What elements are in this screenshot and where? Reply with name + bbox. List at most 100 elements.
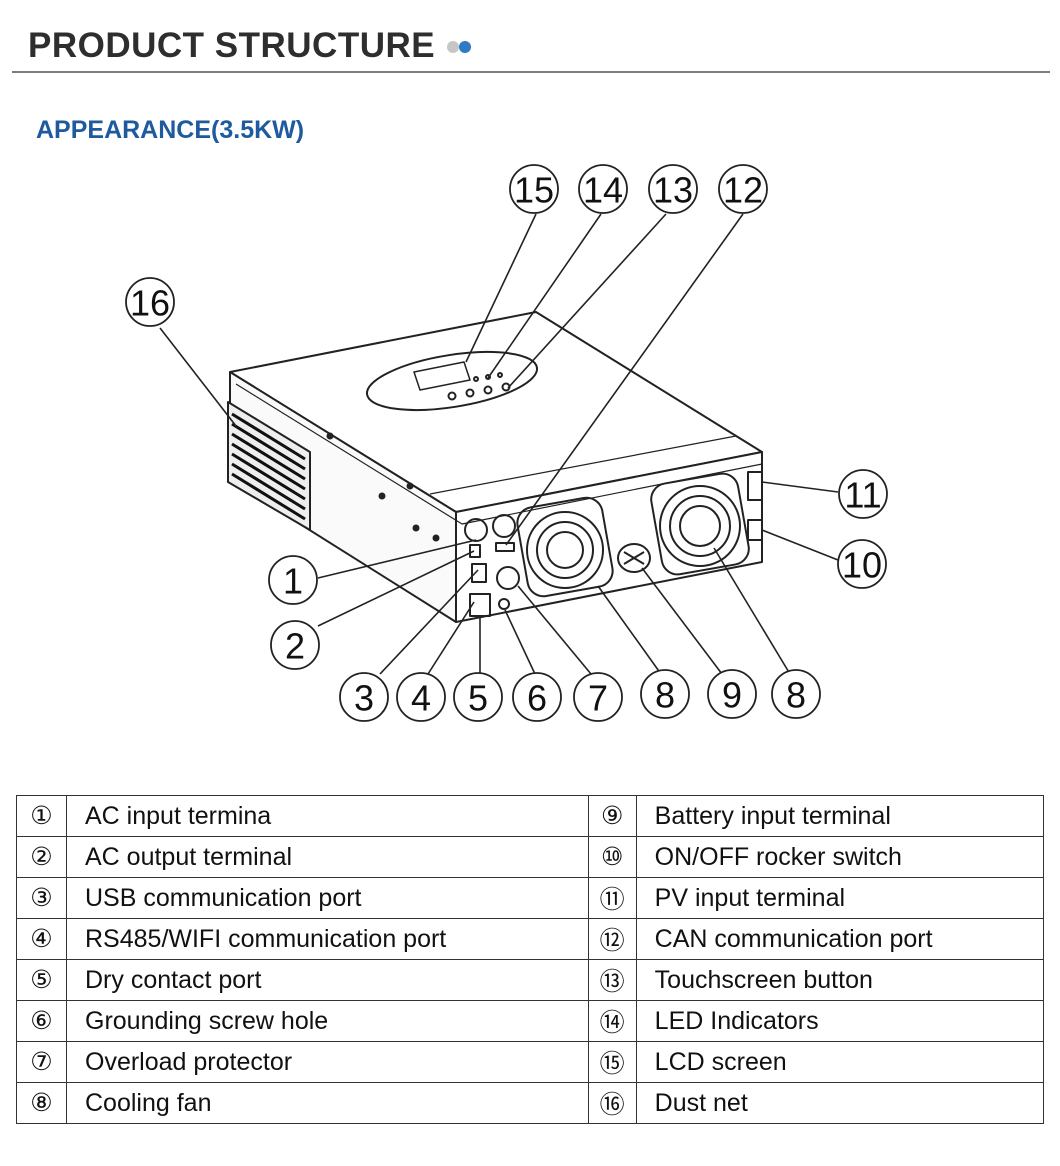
usb-port-shape — [469, 544, 481, 558]
callouts — [125, 164, 888, 722]
legend-label: Grounding screw hole — [66, 1000, 589, 1042]
legend-num: ⑦ — [16, 1041, 67, 1083]
callout-7: 7 — [588, 678, 608, 719]
table-row: ⑧ Cooling fan ⑯ Dust net — [16, 1082, 1045, 1124]
ac-output-port — [492, 514, 516, 538]
callout-15-circle — [509, 164, 559, 214]
table-row: ⑤ Dry contact port ⑬ Touchscreen button — [16, 959, 1045, 1001]
legend-num: ① — [16, 795, 67, 837]
inverter-illustration — [227, 311, 763, 623]
callout-10: 10 — [842, 545, 882, 586]
callout-16-circle — [125, 277, 175, 327]
legend-num: ⑥ — [16, 1000, 67, 1042]
header-divider — [12, 71, 1050, 73]
legend-label: CAN communication port — [635, 918, 1045, 960]
blue-dot-icon — [459, 41, 471, 53]
legend-num: ⑮ — [587, 1041, 637, 1083]
legend-label: Overload protector — [66, 1041, 589, 1083]
table-row: ⑦ Overload protector ⑮ LCD screen — [16, 1041, 1045, 1083]
callout-15: 15 — [514, 170, 554, 211]
callout-1-circle — [268, 555, 318, 605]
callout-16: 16 — [130, 283, 170, 324]
callout-1: 1 — [283, 561, 303, 602]
callout-8a-circle — [640, 669, 690, 719]
callout-14: 14 — [583, 170, 623, 211]
page-title: PRODUCT STRUCTURE — [28, 26, 436, 65]
rs485-port-shape — [471, 563, 487, 583]
legend-label: LED Indicators — [635, 1000, 1045, 1042]
legend-label: Battery input terminal — [635, 795, 1045, 837]
callout-13-circle — [648, 164, 698, 214]
pv-input-shape — [747, 471, 763, 501]
section-subtitle: APPEARANCE(3.5KW) — [36, 116, 305, 144]
display-bezel — [365, 351, 539, 411]
callout-9: 9 — [722, 675, 742, 716]
table-row: ① AC input termina ⑨ Battery input termi… — [16, 795, 1045, 837]
legend-label: ON/OFF rocker switch — [635, 836, 1045, 878]
legend-label: AC input termina — [66, 795, 589, 837]
legend-num: ⑬ — [587, 959, 637, 1001]
overload-protector-shape — [496, 566, 520, 590]
legend-label: RS485/WIFI communication port — [66, 918, 589, 960]
table-row: ② AC output terminal ⑩ ON/OFF rocker swi… — [16, 836, 1045, 878]
legend-table: ① AC input termina ⑨ Battery input termi… — [16, 795, 1045, 1124]
callout-5-circle — [453, 672, 503, 722]
callout-2: 2 — [285, 626, 305, 667]
legend-label: Touchscreen button — [635, 959, 1045, 1001]
callout-8b-circle — [771, 669, 821, 719]
cooling-fan-left — [516, 496, 614, 598]
grille-lines — [231, 412, 306, 521]
callout-8b: 8 — [786, 675, 806, 716]
callout-9-circle — [707, 669, 757, 719]
can-port-shape — [495, 542, 515, 552]
leader-lines — [159, 213, 839, 675]
legend-label: AC output terminal — [66, 836, 589, 878]
table-row: ⑥ Grounding screw hole ⑭ LED Indicators — [16, 1000, 1045, 1042]
battery-terminal-shape — [617, 543, 651, 573]
table-row: ③ USB communication port ⑪ PV input term… — [16, 877, 1045, 919]
lcd-screen-shape — [413, 361, 471, 391]
legend-num: ⑭ — [587, 1000, 637, 1042]
callout-11: 11 — [844, 475, 881, 516]
cooling-fan-right — [650, 472, 750, 576]
ac-input-port — [464, 518, 488, 542]
legend-num: ⑪ — [587, 877, 637, 919]
legend-num: ③ — [16, 877, 67, 919]
callout-3: 3 — [354, 678, 374, 719]
callout-10-circle — [837, 539, 887, 589]
callout-6: 6 — [527, 678, 547, 719]
header-dots-icon — [447, 40, 477, 54]
legend-num: ④ — [16, 918, 67, 960]
legend-num: ② — [16, 836, 67, 878]
callout-2-circle — [270, 620, 320, 670]
callout-labels: 1 2 3 4 5 6 7 8 9 8 10 11 12 13 14 15 16 — [130, 170, 882, 719]
callout-5: 5 — [468, 678, 488, 719]
legend-num: ⑤ — [16, 959, 67, 1001]
callout-8a: 8 — [655, 675, 675, 716]
product-diagram: 1 2 3 4 5 6 7 8 9 8 10 11 12 13 14 15 16 — [125, 164, 888, 722]
grey-dot-icon — [447, 41, 459, 53]
callout-12: 12 — [723, 170, 763, 211]
legend-num: ⑨ — [587, 795, 637, 837]
legend-label: LCD screen — [635, 1041, 1045, 1083]
legend-num: ⑫ — [587, 918, 637, 960]
legend-label: Dry contact port — [66, 959, 589, 1001]
legend-num: ⑧ — [16, 1082, 67, 1124]
legend-num: ⑩ — [587, 836, 637, 878]
grounding-screw-shape — [498, 598, 510, 610]
callout-6-circle — [512, 672, 562, 722]
legend-label: Dust net — [635, 1082, 1045, 1124]
legend-label: PV input terminal — [635, 877, 1045, 919]
callout-3-circle — [339, 672, 389, 722]
callout-12-circle — [718, 164, 768, 214]
legend-label: USB communication port — [66, 877, 589, 919]
callout-13: 13 — [653, 170, 693, 211]
table-row: ④ RS485/WIFI communication port ⑫ CAN co… — [16, 918, 1045, 960]
callout-7-circle — [573, 672, 623, 722]
callout-4: 4 — [411, 678, 431, 719]
callout-4-circle — [396, 672, 446, 722]
inverter-rear-panel — [455, 451, 763, 623]
legend-num: ⑯ — [587, 1082, 637, 1124]
legend-label: Cooling fan — [66, 1082, 589, 1124]
callout-14-circle — [578, 164, 628, 214]
